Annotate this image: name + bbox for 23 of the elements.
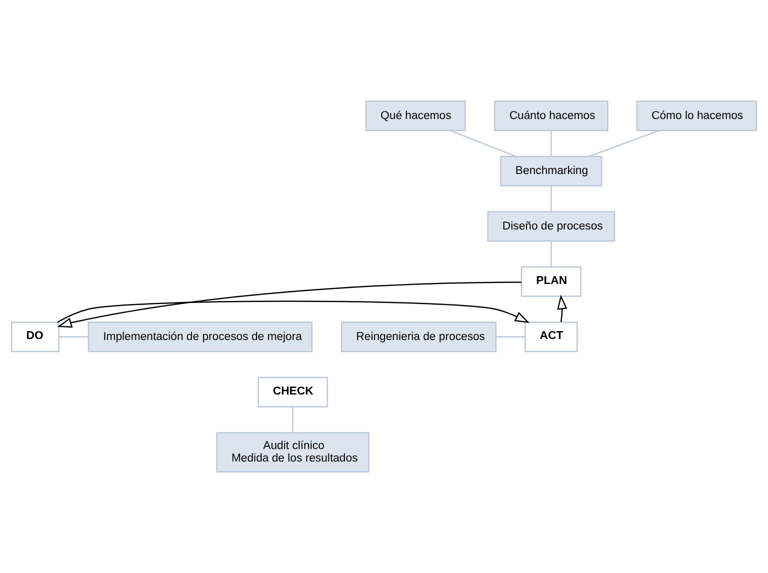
node-box: PLAN	[520, 266, 582, 297]
connector	[292, 406, 294, 433]
node-box: Audit clínico Medida de los resultados	[216, 432, 370, 472]
node-box: Benchmarking	[500, 156, 602, 186]
node-box: Diseño de procesos	[487, 211, 616, 242]
node-box: Reingenieria de procesos	[340, 322, 497, 352]
node-box: CHECK	[258, 376, 328, 408]
connector	[550, 186, 552, 212]
node-box: Qué hacemos	[365, 100, 466, 132]
connector	[59, 336, 88, 338]
connector	[550, 130, 552, 156]
connector	[450, 130, 516, 157]
node-box: DO	[11, 322, 60, 352]
arrow	[557, 294, 568, 322]
connector	[550, 241, 552, 267]
arrow	[57, 300, 530, 324]
arrow	[57, 282, 522, 328]
connector	[588, 130, 659, 157]
node-box: ACT	[524, 322, 578, 352]
connector	[496, 336, 526, 338]
node-box: Implementación de procesos de mejora	[88, 322, 312, 352]
node-box: Cómo lo hacemos	[636, 100, 757, 132]
node-box: Cuánto hacemos	[494, 100, 608, 132]
